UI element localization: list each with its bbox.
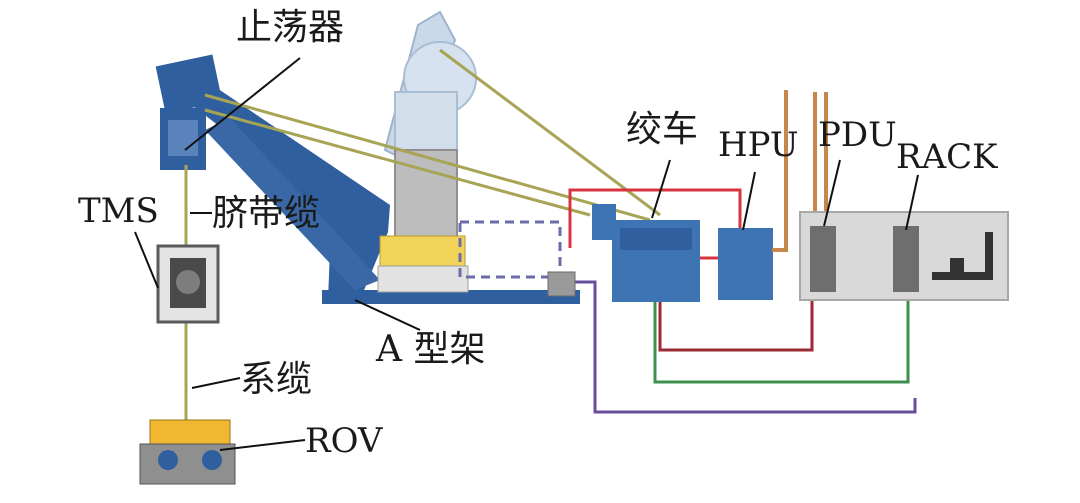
tms-unit: [156, 244, 220, 324]
leader-stabilizer: [184, 57, 301, 151]
label-tether: 系缆: [240, 359, 313, 400]
label-tms: TMS: [78, 191, 159, 231]
label-rack: RACK: [896, 137, 998, 177]
rope-crane-to-winch: [439, 48, 661, 217]
console-desk: [932, 272, 992, 280]
green-wire: [653, 290, 910, 384]
rov-thruster-right: [202, 450, 222, 470]
junction-box: [547, 271, 576, 297]
leader-tether: [191, 377, 241, 389]
a-frame: [155, 54, 580, 304]
red-wire-top: [568, 188, 742, 248]
leader-winch: [651, 159, 671, 219]
wiring: [568, 188, 917, 414]
crane-base-yellow: [379, 235, 466, 267]
rov-top: [149, 419, 231, 445]
rov-vehicle: [139, 419, 236, 485]
winch-drum: [620, 228, 692, 250]
rov-thruster-left: [158, 450, 178, 470]
hpu-pipe: [772, 90, 788, 252]
leader-lines: [134, 57, 919, 451]
winch-side: [592, 204, 616, 240]
label-pdu: PDU: [818, 115, 897, 155]
tms-drum: [176, 270, 200, 294]
leader-rack: [905, 174, 919, 231]
pipes: [772, 90, 828, 252]
label-stabilizer: 止荡器: [236, 7, 345, 48]
deck-base: [322, 290, 580, 304]
stabilizer-detail: [168, 120, 198, 156]
hpu-unit: [718, 228, 773, 300]
crane-base-lower: [377, 265, 469, 293]
label-a-frame: A 型架: [376, 329, 486, 370]
label-umbilical: 脐带缆: [212, 193, 321, 234]
dark-red-wire: [658, 258, 814, 352]
control-container: [799, 211, 1009, 301]
pdu-cabinet: [810, 226, 836, 292]
rack-cabinet: [893, 226, 919, 292]
winch-unit: [592, 204, 700, 302]
leader-a-frame: [354, 299, 421, 331]
leader-hpu: [742, 171, 756, 231]
crane: [377, 10, 477, 293]
label-winch: 绞车: [626, 109, 699, 150]
rope-lines: [184, 48, 661, 422]
rope-stabilizer-to-winch: [204, 93, 651, 222]
label-rov: ROV: [305, 421, 383, 461]
a-frame-strut: [205, 118, 380, 290]
leader-tms: [134, 231, 159, 289]
leader-rov: [219, 439, 306, 451]
purple-wire: [575, 280, 917, 414]
crane-cab: [394, 91, 458, 153]
a-frame-top-block: [155, 54, 223, 114]
label-hpu: HPU: [718, 125, 799, 165]
stabilizer: [160, 108, 206, 170]
rope-frame-to-winch: [204, 108, 591, 217]
dashed-enclosure: [458, 220, 562, 279]
console-chair: [950, 258, 964, 274]
console-monitor: [985, 232, 993, 280]
leader-pdu: [823, 159, 841, 227]
